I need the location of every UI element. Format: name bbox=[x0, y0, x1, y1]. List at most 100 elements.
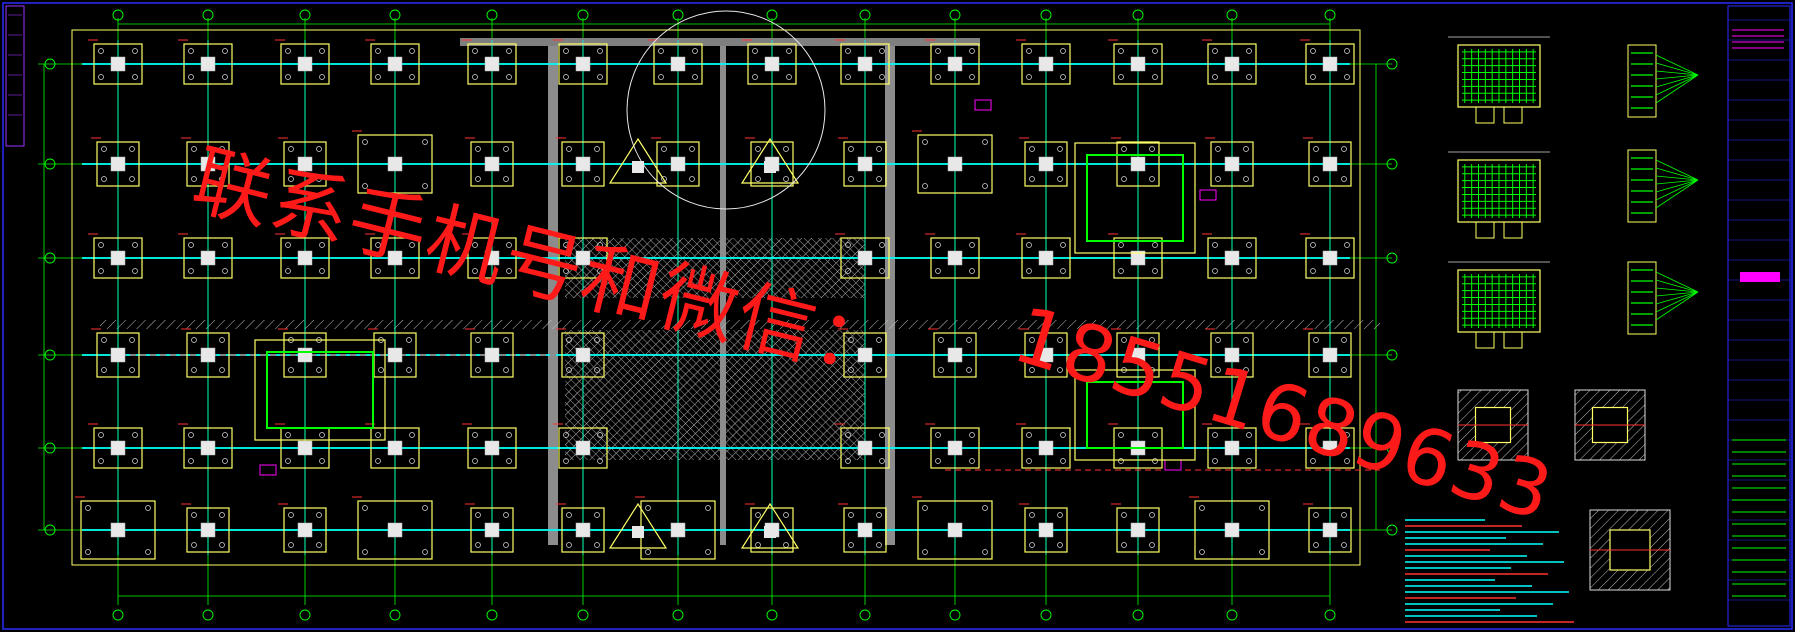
column-square bbox=[387, 156, 403, 172]
column-square bbox=[200, 440, 216, 456]
rebar-grid bbox=[1462, 274, 1536, 328]
pile-stub bbox=[1475, 106, 1495, 124]
pile-circle bbox=[288, 512, 294, 518]
circle-bubble-icon bbox=[44, 252, 56, 264]
footing-outline bbox=[96, 141, 140, 187]
pile-circle bbox=[969, 432, 975, 438]
circle-bubble-icon bbox=[1324, 9, 1336, 21]
pile-circle bbox=[848, 542, 854, 548]
footing-outline bbox=[930, 427, 980, 469]
pile-circle bbox=[1149, 337, 1155, 343]
column-square bbox=[297, 56, 313, 72]
footing-pad-icon bbox=[181, 137, 230, 187]
pile-circle bbox=[1199, 505, 1205, 511]
pile-circle bbox=[982, 139, 988, 145]
pile-circle bbox=[129, 176, 135, 182]
company-stamp bbox=[1740, 272, 1780, 282]
pile-circle bbox=[1029, 367, 1035, 373]
leader-line bbox=[1655, 62, 1699, 76]
pile-circle bbox=[1060, 268, 1066, 274]
footing-pad-icon bbox=[352, 130, 433, 194]
pile-circle bbox=[472, 74, 478, 80]
footing-pad-icon bbox=[1202, 423, 1257, 469]
core-pit bbox=[1074, 369, 1196, 461]
leader-line bbox=[1655, 179, 1699, 209]
footing-pad-icon bbox=[462, 423, 517, 469]
column-square bbox=[1038, 250, 1054, 266]
pile-circle bbox=[475, 542, 481, 548]
footing-outline bbox=[1116, 141, 1160, 187]
pile-circle bbox=[319, 268, 325, 274]
footing-pad-icon bbox=[1300, 423, 1355, 469]
pile-circle bbox=[594, 542, 600, 548]
column-square bbox=[1130, 156, 1146, 172]
pile-circle bbox=[506, 458, 512, 464]
pile-circle bbox=[1121, 146, 1127, 152]
pile-circle bbox=[938, 367, 944, 373]
pile-circle bbox=[1057, 542, 1063, 548]
column-square bbox=[1130, 250, 1146, 266]
hatched-zones bbox=[100, 38, 1380, 545]
column-square bbox=[764, 161, 776, 173]
hatch-zone bbox=[565, 238, 865, 298]
pile-circle bbox=[219, 337, 225, 343]
column-square bbox=[947, 156, 963, 172]
footing-outline bbox=[1210, 332, 1254, 378]
pile-circle bbox=[362, 139, 368, 145]
pile-circle bbox=[752, 48, 758, 54]
pile-circle bbox=[1029, 146, 1035, 152]
pile-circle bbox=[969, 74, 975, 80]
leader-line bbox=[1655, 70, 1699, 76]
footing-pad-icon bbox=[1016, 423, 1071, 469]
pile-circle bbox=[1313, 367, 1319, 373]
footing-outline bbox=[183, 237, 233, 279]
pile-circle bbox=[1026, 268, 1032, 274]
footing-outline bbox=[1305, 237, 1355, 279]
footing-outline bbox=[840, 427, 890, 469]
pile-circle bbox=[876, 512, 882, 518]
column-square bbox=[1038, 347, 1054, 363]
pile-stub bbox=[1503, 331, 1523, 349]
column-square bbox=[484, 156, 500, 172]
column-square bbox=[670, 156, 686, 172]
circle-bubble-icon bbox=[486, 609, 498, 621]
pile-circle bbox=[409, 74, 415, 80]
foundation-outline bbox=[71, 29, 1361, 566]
circle-bubble-icon bbox=[1226, 609, 1238, 621]
elevation-outline bbox=[1627, 149, 1657, 223]
column-square bbox=[764, 56, 780, 72]
column-square bbox=[947, 522, 963, 538]
pile-circle bbox=[145, 549, 151, 555]
pile-circle bbox=[191, 337, 197, 343]
leader-line bbox=[1655, 175, 1699, 181]
pile-circle bbox=[1344, 458, 1350, 464]
title-block-right bbox=[1727, 5, 1791, 627]
column-square bbox=[1224, 156, 1240, 172]
pile-circle bbox=[1149, 512, 1155, 518]
footing-outline bbox=[1305, 43, 1355, 85]
pile-circle bbox=[1118, 268, 1124, 274]
pile-circle bbox=[506, 242, 512, 248]
footing-pad-icon bbox=[742, 39, 797, 85]
pile-circle bbox=[1243, 176, 1249, 182]
pile-circle bbox=[1243, 337, 1249, 343]
footing-pad-icon bbox=[912, 130, 993, 194]
pile-circle bbox=[876, 176, 882, 182]
column-square bbox=[1038, 156, 1054, 172]
footing-pad-icon bbox=[178, 423, 233, 469]
footing-pad-icon bbox=[1019, 328, 1068, 378]
pile-circle bbox=[406, 367, 412, 373]
footing-outline bbox=[1024, 141, 1068, 187]
column-square bbox=[1322, 56, 1338, 72]
pile-circle bbox=[188, 74, 194, 80]
axis-bubbles bbox=[44, 9, 1398, 621]
circle-bubble-icon bbox=[949, 9, 961, 21]
pile-circle bbox=[1118, 74, 1124, 80]
footing-outline bbox=[183, 427, 233, 469]
pile-circle bbox=[316, 367, 322, 373]
footing-pad-icon bbox=[553, 39, 608, 85]
circle-bubble-icon bbox=[1324, 609, 1336, 621]
pile-circle bbox=[1313, 512, 1319, 518]
pile-circle bbox=[503, 542, 509, 548]
pile-circle bbox=[705, 505, 711, 511]
